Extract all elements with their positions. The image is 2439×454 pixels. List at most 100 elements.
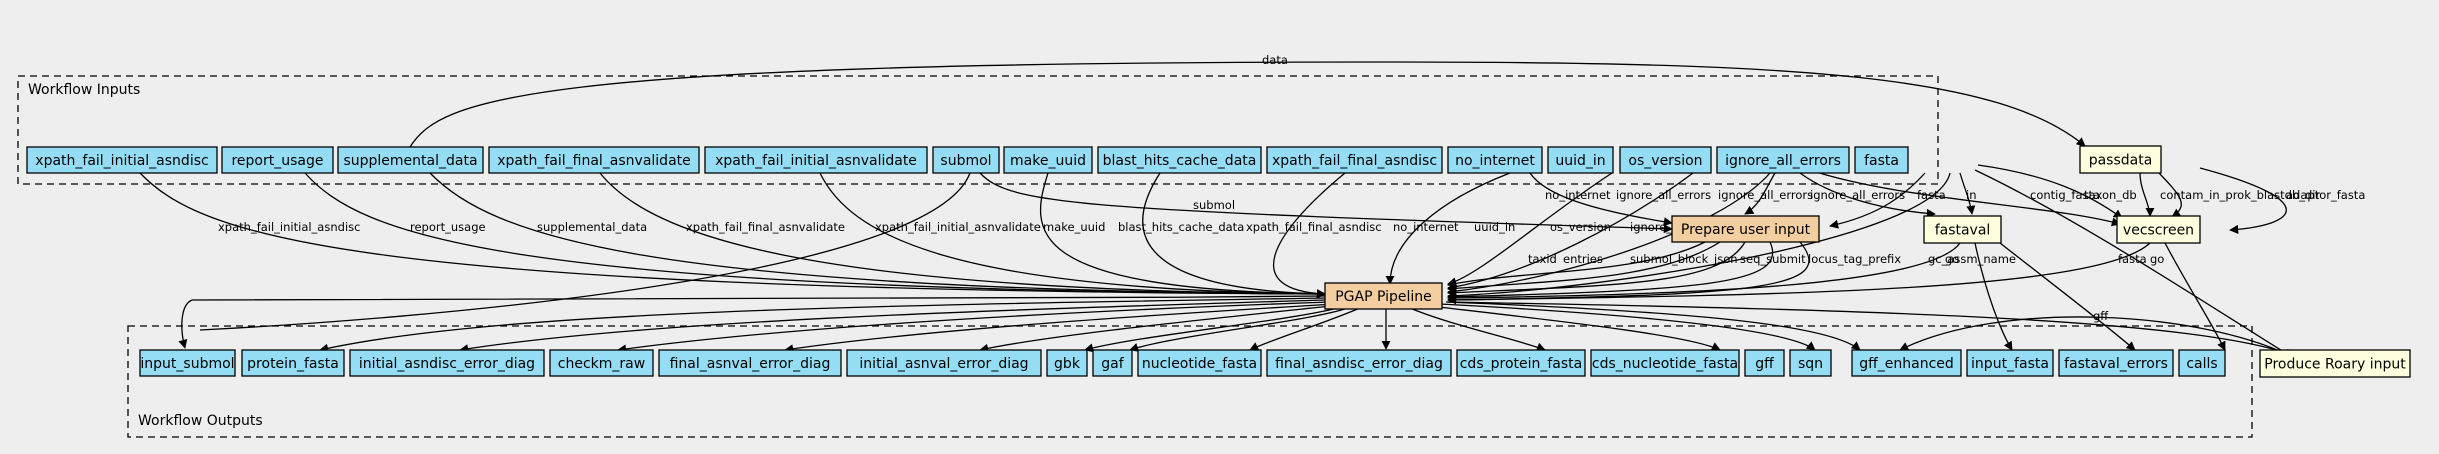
edge-pgap-gff [1439,303,1816,351]
node-out-sqn-label: sqn [1798,356,1823,372]
node-out-nucleotide-fasta[interactable]: nucleotide_fasta [1137,349,1262,377]
node-in-make-uuid[interactable]: make_uuid [1003,146,1093,174]
node-in-xpath-fail-final-asndisc-label: xpath_fail_final_asndisc [1272,153,1437,169]
node-out-initial-asndisc-error-diag[interactable]: initial_asndisc_error_diag [349,349,545,377]
node-pgap[interactable]: PGAP Pipeline [1324,282,1443,310]
node-in-ignore-all-errors[interactable]: ignore_all_errors [1716,146,1850,174]
node-in-xpath-fail-initial-asnvalidate-label: xpath_fail_initial_asnvalidate [715,153,917,169]
node-out-gff-enhanced[interactable]: gff_enhanced [1851,349,1962,377]
node-out-gaf-label: gaf [1101,356,1124,372]
edge-label-report-usage: report_usage [410,220,486,234]
node-in-fasta[interactable]: fasta [1854,146,1909,174]
edge-label-ignore-all-errors-3: ignore_all_errors [1718,188,1813,202]
node-out-fastaval-errors[interactable]: fastaval_errors [2058,349,2174,377]
edge-label-xpath-fail-initial-asndisc: xpath_fail_initial_asndisc [218,220,360,234]
edge-label-in: in [1966,188,1976,202]
edge-vecscreen-calls [2164,242,2226,351]
edge-fasta-fastaval [1959,172,1976,215]
node-out-initial-asndisc-error-diag-label: initial_asndisc_error_diag [359,356,535,372]
node-out-nucleotide-fasta-box [1137,349,1262,377]
node-out-final-asnval-error-diag-box [658,349,842,377]
edges: data xpath_fail_initial_asndisc report_u… [139,53,2365,359]
edge-label-adaptor: adaptor_fasta [2286,188,2365,202]
edge-pgap-initial-asnval [979,304,1341,353]
edge-supplemental-passdata [409,61,2086,148]
node-in-submol[interactable]: submol [932,146,1000,174]
node-in-report-usage[interactable]: report_usage [221,146,334,174]
node-out-input-submol-label: input_submol [140,356,234,372]
node-out-gff[interactable]: gff [1744,349,1785,377]
node-out-gbk-label: gbk [1054,356,1081,372]
node-in-ignore-all-errors-label: ignore_all_errors [1725,153,1841,169]
node-vecscreen-box [2116,215,2201,244]
node-out-final-asndisc-error-diag-box [1266,349,1452,377]
node-out-final-asnval-error-diag[interactable]: final_asnval_error_diag [658,349,842,377]
node-out-calls[interactable]: calls [2178,349,2226,377]
edge-label-os-version: os_version [1550,220,1611,234]
edge-ignore-fastaval [1799,172,1936,218]
edge-prepare-pgap-submol [1447,241,1746,298]
node-in-submol-box [932,146,1000,174]
node-roary[interactable]: Produce Roary input [2259,349,2411,378]
node-in-supplemental-data-label: supplemental_data [343,153,477,169]
edge-vecscreen-pgap [1447,242,2151,305]
node-out-sqn-box [1789,349,1832,377]
edge-fasta-vecscreen [1977,164,2123,219]
edge-label-xpath-fail-final-asndisc: xpath_fail_final_asndisc [1246,220,1382,234]
node-in-xpath-fail-final-asndisc[interactable]: xpath_fail_final_asndisc [1266,146,1443,174]
edge-label-taxon-db: taxon_db [2084,188,2137,202]
node-vecscreen-label: vecscreen [2123,223,2194,239]
edge-label-data: data [1262,53,1288,67]
node-in-fasta-label: fasta [1864,153,1899,169]
node-in-make-uuid-label: make_uuid [1010,153,1086,169]
edge-label-submol: submol [1193,198,1235,212]
edge-pgap-cds-protein [1409,307,1546,352]
node-out-gbk[interactable]: gbk [1046,349,1088,377]
node-vecscreen[interactable]: vecscreen [2116,215,2201,244]
edge-ignore-prepare [1744,172,1776,215]
node-out-input-submol[interactable]: input_submol [139,349,236,377]
edge-label-ignore-all-errors-2: ignore_all_errors [1616,188,1711,202]
node-out-input-fasta[interactable]: input_fasta [1966,349,2054,377]
node-in-fasta-box [1854,146,1909,174]
edge-label-xpath-fail-initial-asnvalidate: xpath_fail_initial_asnvalidate [875,220,1041,234]
node-in-supplemental-data[interactable]: supplemental_data [337,146,484,174]
node-in-xpath-fail-final-asnvalidate[interactable]: xpath_fail_final_asnvalidate [488,146,700,174]
node-in-blast-hits-cache-data[interactable]: blast_hits_cache_data [1097,146,1262,174]
node-in-uuid-in[interactable]: uuid_in [1547,146,1614,174]
edge-label-no-internet-a: no_internet [1393,220,1459,234]
node-in-os-version-label: os_version [1628,153,1702,169]
node-out-cds-nucleotide-fasta[interactable]: cds_nucleotide_fasta [1590,349,1740,377]
node-out-checkm-raw[interactable]: checkm_raw [549,349,654,377]
edge-fasta-pgap [1447,172,1951,301]
node-out-protein-fasta[interactable]: protein_fasta [241,349,345,377]
node-in-xpath-fail-initial-asndisc[interactable]: xpath_fail_initial_asndisc [26,146,218,174]
node-out-final-asndisc-error-diag[interactable]: final_asndisc_error_diag [1266,349,1452,377]
edge-fastaval-errors [1999,242,2136,351]
edge-fastaval-input-fasta [1974,242,2013,351]
node-out-gaf[interactable]: gaf [1092,349,1133,377]
edge-label-contig-fasta: contig_fasta [2030,188,2100,202]
edge-make-uuid [1039,172,1326,299]
node-in-os-version-box [1619,146,1712,174]
node-out-initial-asnval-error-diag[interactable]: initial_asnval_error_diag [846,349,1042,377]
node-roary-label: Produce Roary input [2264,357,2406,373]
node-in-xpath-fail-final-asndisc-box [1266,146,1443,174]
node-out-nucleotide-fasta-label: nucleotide_fasta [1142,356,1257,372]
node-out-checkm-raw-box [549,349,654,377]
edge-passdata-vecscreen-taxon [2139,172,2155,217]
node-prepare[interactable]: Prepare user input [1671,215,1820,243]
node-in-xpath-fail-initial-asnvalidate[interactable]: xpath_fail_initial_asnvalidate [704,146,928,174]
node-in-no-internet-box [1447,146,1543,174]
node-out-gff-label: gff [1755,356,1774,372]
node-in-os-version[interactable]: os_version [1619,146,1712,174]
node-out-cds-protein-fasta[interactable]: cds_protein_fasta [1456,349,1586,377]
node-passdata[interactable]: passdata [2079,145,2162,174]
node-in-no-internet[interactable]: no_internet [1447,146,1543,174]
node-fastaval[interactable]: fastaval [1923,215,2002,244]
node-out-gbk-box [1046,349,1088,377]
edge-xpath-fail-initial-asnvalidate [819,172,1326,299]
node-out-sqn[interactable]: sqn [1789,349,1832,377]
edge-pgap-nucleotide-fasta [1249,307,1361,351]
node-pgap-label: PGAP Pipeline [1335,289,1432,305]
